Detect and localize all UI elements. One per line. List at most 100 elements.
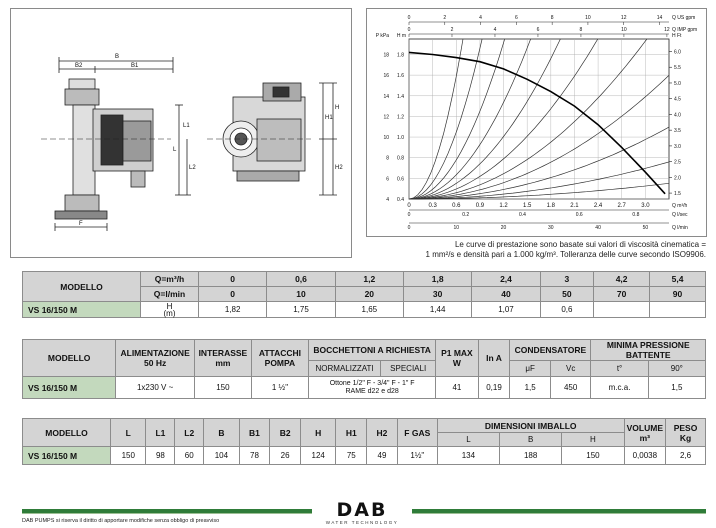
lsec-tick-0: 0 bbox=[408, 212, 411, 218]
y-tick-kpa-1: 6 bbox=[386, 176, 389, 182]
lsec-tick-3: 0.6 bbox=[576, 212, 583, 218]
elec-bocchettoni-header: BOCCHETTONI A RICHIESTA bbox=[308, 339, 437, 361]
y-tick-kpa-3: 10 bbox=[383, 135, 389, 141]
lsec-tick-4: 0.8 bbox=[632, 212, 639, 218]
x-tick-m3h-3: 0.9 bbox=[476, 203, 485, 209]
elec-bocchettoni-value: Ottone 1/2" F - 3/4" F - 1" F RAME d22 e… bbox=[308, 376, 437, 399]
elec-interasse-value: 150 bbox=[193, 376, 252, 399]
perf-q-lmin-6: 70 bbox=[593, 286, 651, 302]
system-curve-9 bbox=[408, 38, 483, 200]
y-tick-ft-5: 4.0 bbox=[674, 112, 681, 118]
dim-header-f-gas: F GAS bbox=[396, 418, 438, 447]
elec-alimentazione-header: ALIMENTAZIONE 50 Hz bbox=[115, 339, 195, 377]
system-curve-3 bbox=[409, 75, 670, 200]
x-tick-m3h-9: 2.7 bbox=[618, 203, 627, 209]
x-unit-m3h: Q m³/h bbox=[672, 203, 687, 209]
imp-gpm-tick-4: 8 bbox=[580, 27, 583, 33]
perf-q-lmin-7: 90 bbox=[649, 286, 706, 302]
lmin-tick-2: 20 bbox=[501, 225, 507, 231]
perf-q-m3h-2: 1,2 bbox=[334, 271, 404, 287]
dim-value-l: 150 bbox=[109, 446, 147, 465]
x-unit-lsec: Q l/sec bbox=[672, 212, 688, 218]
elec-vc-header: Vc bbox=[549, 360, 592, 377]
dim-header-l2: L2 bbox=[174, 418, 205, 447]
perf-q-lmin-0: 0 bbox=[197, 286, 268, 302]
dim-peso-value: 2,6 bbox=[665, 446, 706, 465]
elec-attacchi-value: 1 ½" bbox=[250, 376, 310, 399]
perf-h-value-5: 0,6 bbox=[539, 301, 595, 318]
elec-p1max-value: 41 bbox=[435, 376, 479, 399]
performance-table: MODELLO Q=m³/h 0 0,6 1,2 1,8 2,4 3 4,2 5… bbox=[22, 271, 706, 318]
y-tick-ft-1: 2.0 bbox=[674, 175, 681, 181]
elec-in-value: 0,19 bbox=[477, 376, 511, 399]
elec-uf-value: 1,5 bbox=[509, 376, 551, 399]
dab-logo-tagline: WATER TECHNOLOGY bbox=[325, 520, 399, 525]
dim-value-l2: 60 bbox=[174, 446, 205, 465]
y-tick-ft-3: 3.0 bbox=[674, 144, 681, 150]
elec-interasse-header: INTERASSE mm bbox=[193, 339, 252, 377]
plot-frame bbox=[408, 38, 670, 200]
elec-bocchettoni-line-1: Ottone 1/2" F - 3/4" F - 1" F bbox=[329, 379, 415, 387]
us-gpm-tick-2: 4 bbox=[479, 15, 482, 21]
x-tick-m3h-0: 0 bbox=[407, 203, 411, 209]
perf-h-value-2: 1,65 bbox=[334, 301, 404, 318]
y-tick-kpa-6: 16 bbox=[383, 73, 389, 79]
lsec-tick-2: 0.4 bbox=[519, 212, 526, 218]
dim-imballo-b-header: B bbox=[499, 432, 563, 447]
x-tick-m3h-10: 3.0 bbox=[641, 203, 650, 209]
dim-label-h2: H2 bbox=[335, 165, 343, 171]
y-tick-m-5: 1.4 bbox=[397, 94, 404, 100]
x-tick-m3h-7: 2.1 bbox=[570, 203, 579, 209]
pump-dimension-drawing: B B2 B1 F L L2 L1 H1 H H2 bbox=[41, 54, 343, 231]
perf-q-lmin-1: 10 bbox=[266, 286, 336, 302]
dim-header-h: H bbox=[299, 418, 337, 447]
y-tick-m-7: 1.8 bbox=[397, 52, 404, 58]
dim-label-h: H bbox=[335, 105, 339, 111]
dim-imballo-h-header: H bbox=[561, 432, 625, 447]
us-gpm-tick-0: 0 bbox=[408, 15, 411, 21]
lmin-tick-3: 30 bbox=[548, 225, 554, 231]
perf-q-m3h-6: 4,2 bbox=[593, 271, 651, 287]
perf-h-value-0: 1,82 bbox=[197, 301, 268, 318]
y-tick-ft-4: 3.5 bbox=[674, 128, 681, 134]
lmin-tick-0: 0 bbox=[408, 225, 411, 231]
us-gpm-tick-3: 6 bbox=[515, 15, 518, 21]
perf-q-m3h-0: 0 bbox=[197, 271, 268, 287]
dim-imballo-l-header: L bbox=[436, 432, 501, 447]
dim-value-b: 104 bbox=[203, 446, 240, 465]
perf-h-value-3: 1,44 bbox=[402, 301, 473, 318]
x-tick-m3h-4: 1.2 bbox=[499, 203, 508, 209]
lmin-tick-4: 40 bbox=[595, 225, 601, 231]
dim-label-f: F bbox=[79, 221, 83, 227]
dim-header-b: B bbox=[203, 418, 240, 447]
system-curve-8 bbox=[408, 38, 506, 200]
system-curve-4 bbox=[408, 38, 648, 200]
system-curve-10 bbox=[408, 38, 464, 200]
us-gpm-tick-5: 10 bbox=[585, 15, 591, 21]
x-tick-m3h-1: 0.3 bbox=[428, 203, 437, 209]
elec-speciali-header: SPECIALI bbox=[380, 360, 437, 377]
imp-gpm-tick-2: 4 bbox=[494, 27, 497, 33]
elec-uf-header: μF bbox=[509, 360, 551, 377]
elec-alimentazione-value: 1x230 V ~ bbox=[115, 376, 195, 399]
elec-pressione-header: MINIMA PRESSIONE BATTENTE bbox=[590, 339, 706, 361]
elec-vc-value: 450 bbox=[549, 376, 592, 399]
dim-modello-header: MODELLO bbox=[22, 418, 111, 447]
dim-imballo-b-value: 188 bbox=[499, 446, 563, 465]
dim-label-l1: L1 bbox=[183, 123, 190, 129]
perf-h-value-1: 1,75 bbox=[266, 301, 336, 318]
y-tick-kpa-2: 8 bbox=[386, 156, 389, 162]
dim-header-h1: H1 bbox=[335, 418, 368, 447]
y-tick-kpa-7: 18 bbox=[383, 52, 389, 58]
y-label-kpa: P kPa bbox=[376, 33, 389, 39]
chart-note-line-1: Le curve di prestazione sono basate sui … bbox=[454, 240, 706, 249]
perf-q-m3h-label: Q=m³/h bbox=[140, 271, 199, 287]
y-tick-m-6: 1.6 bbox=[397, 73, 404, 79]
perf-h-unit: (m) bbox=[163, 308, 176, 318]
dim-header-h2: H2 bbox=[366, 418, 398, 447]
dim-imballo-header: DIMENSIONI IMBALLO bbox=[436, 418, 625, 433]
dim-label-l2: L2 bbox=[189, 165, 196, 171]
perf-h-value-7 bbox=[649, 301, 706, 318]
dim-header-b1: B1 bbox=[238, 418, 271, 447]
